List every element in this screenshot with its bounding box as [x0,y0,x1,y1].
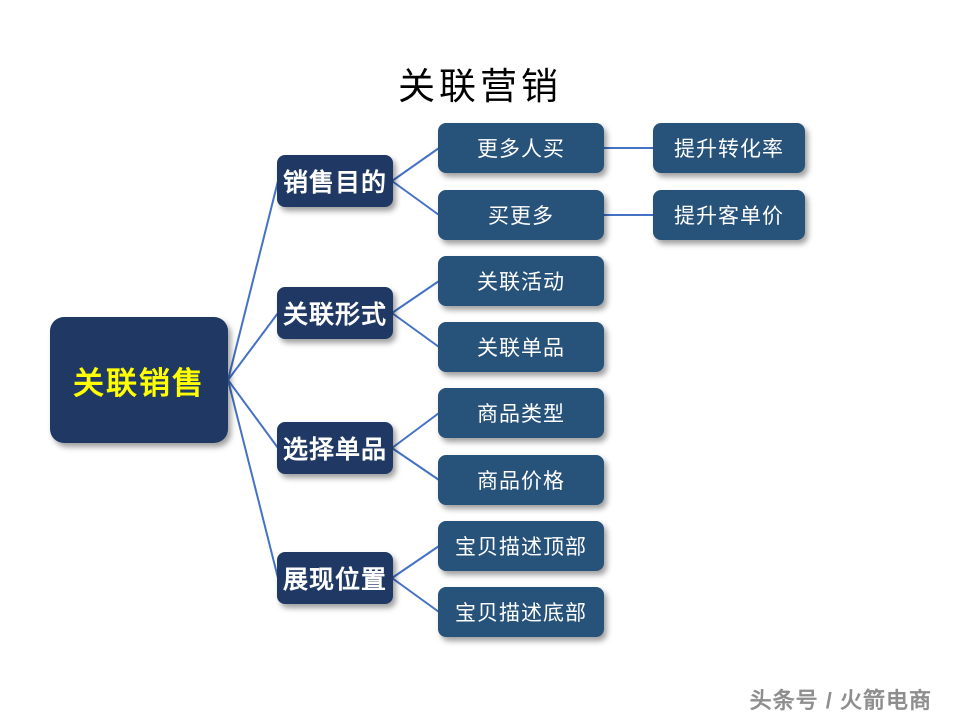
node-root: 关联销售 [50,317,228,443]
leaf-node-description-top: 宝贝描述顶部 [438,521,604,571]
leaf-node-buy-more: 买更多 [438,190,604,240]
leaf-node-related-activity: 关联活动 [438,256,604,306]
diagram-title: 关联营销 [398,67,562,108]
branch-node-sales-purpose: 销售目的 [277,155,393,207]
outcome-node-order-value: 提升客单价 [653,190,805,240]
leaf-node-item-type: 商品类型 [438,388,604,438]
branch-node-select-item: 选择单品 [277,422,393,474]
leaf-node-more-buyers: 更多人买 [438,123,604,173]
leaf-node-item-price: 商品价格 [438,455,604,505]
watermark-text: 头条号 / 火箭电商 [749,688,932,713]
leaf-node-description-bottom: 宝贝描述底部 [438,587,604,637]
branch-node-relation-form: 关联形式 [277,287,393,339]
branch-node-display-position: 展现位置 [277,552,393,604]
leaf-node-related-item: 关联单品 [438,322,604,372]
outcome-node-conversion-rate: 提升转化率 [653,123,805,173]
